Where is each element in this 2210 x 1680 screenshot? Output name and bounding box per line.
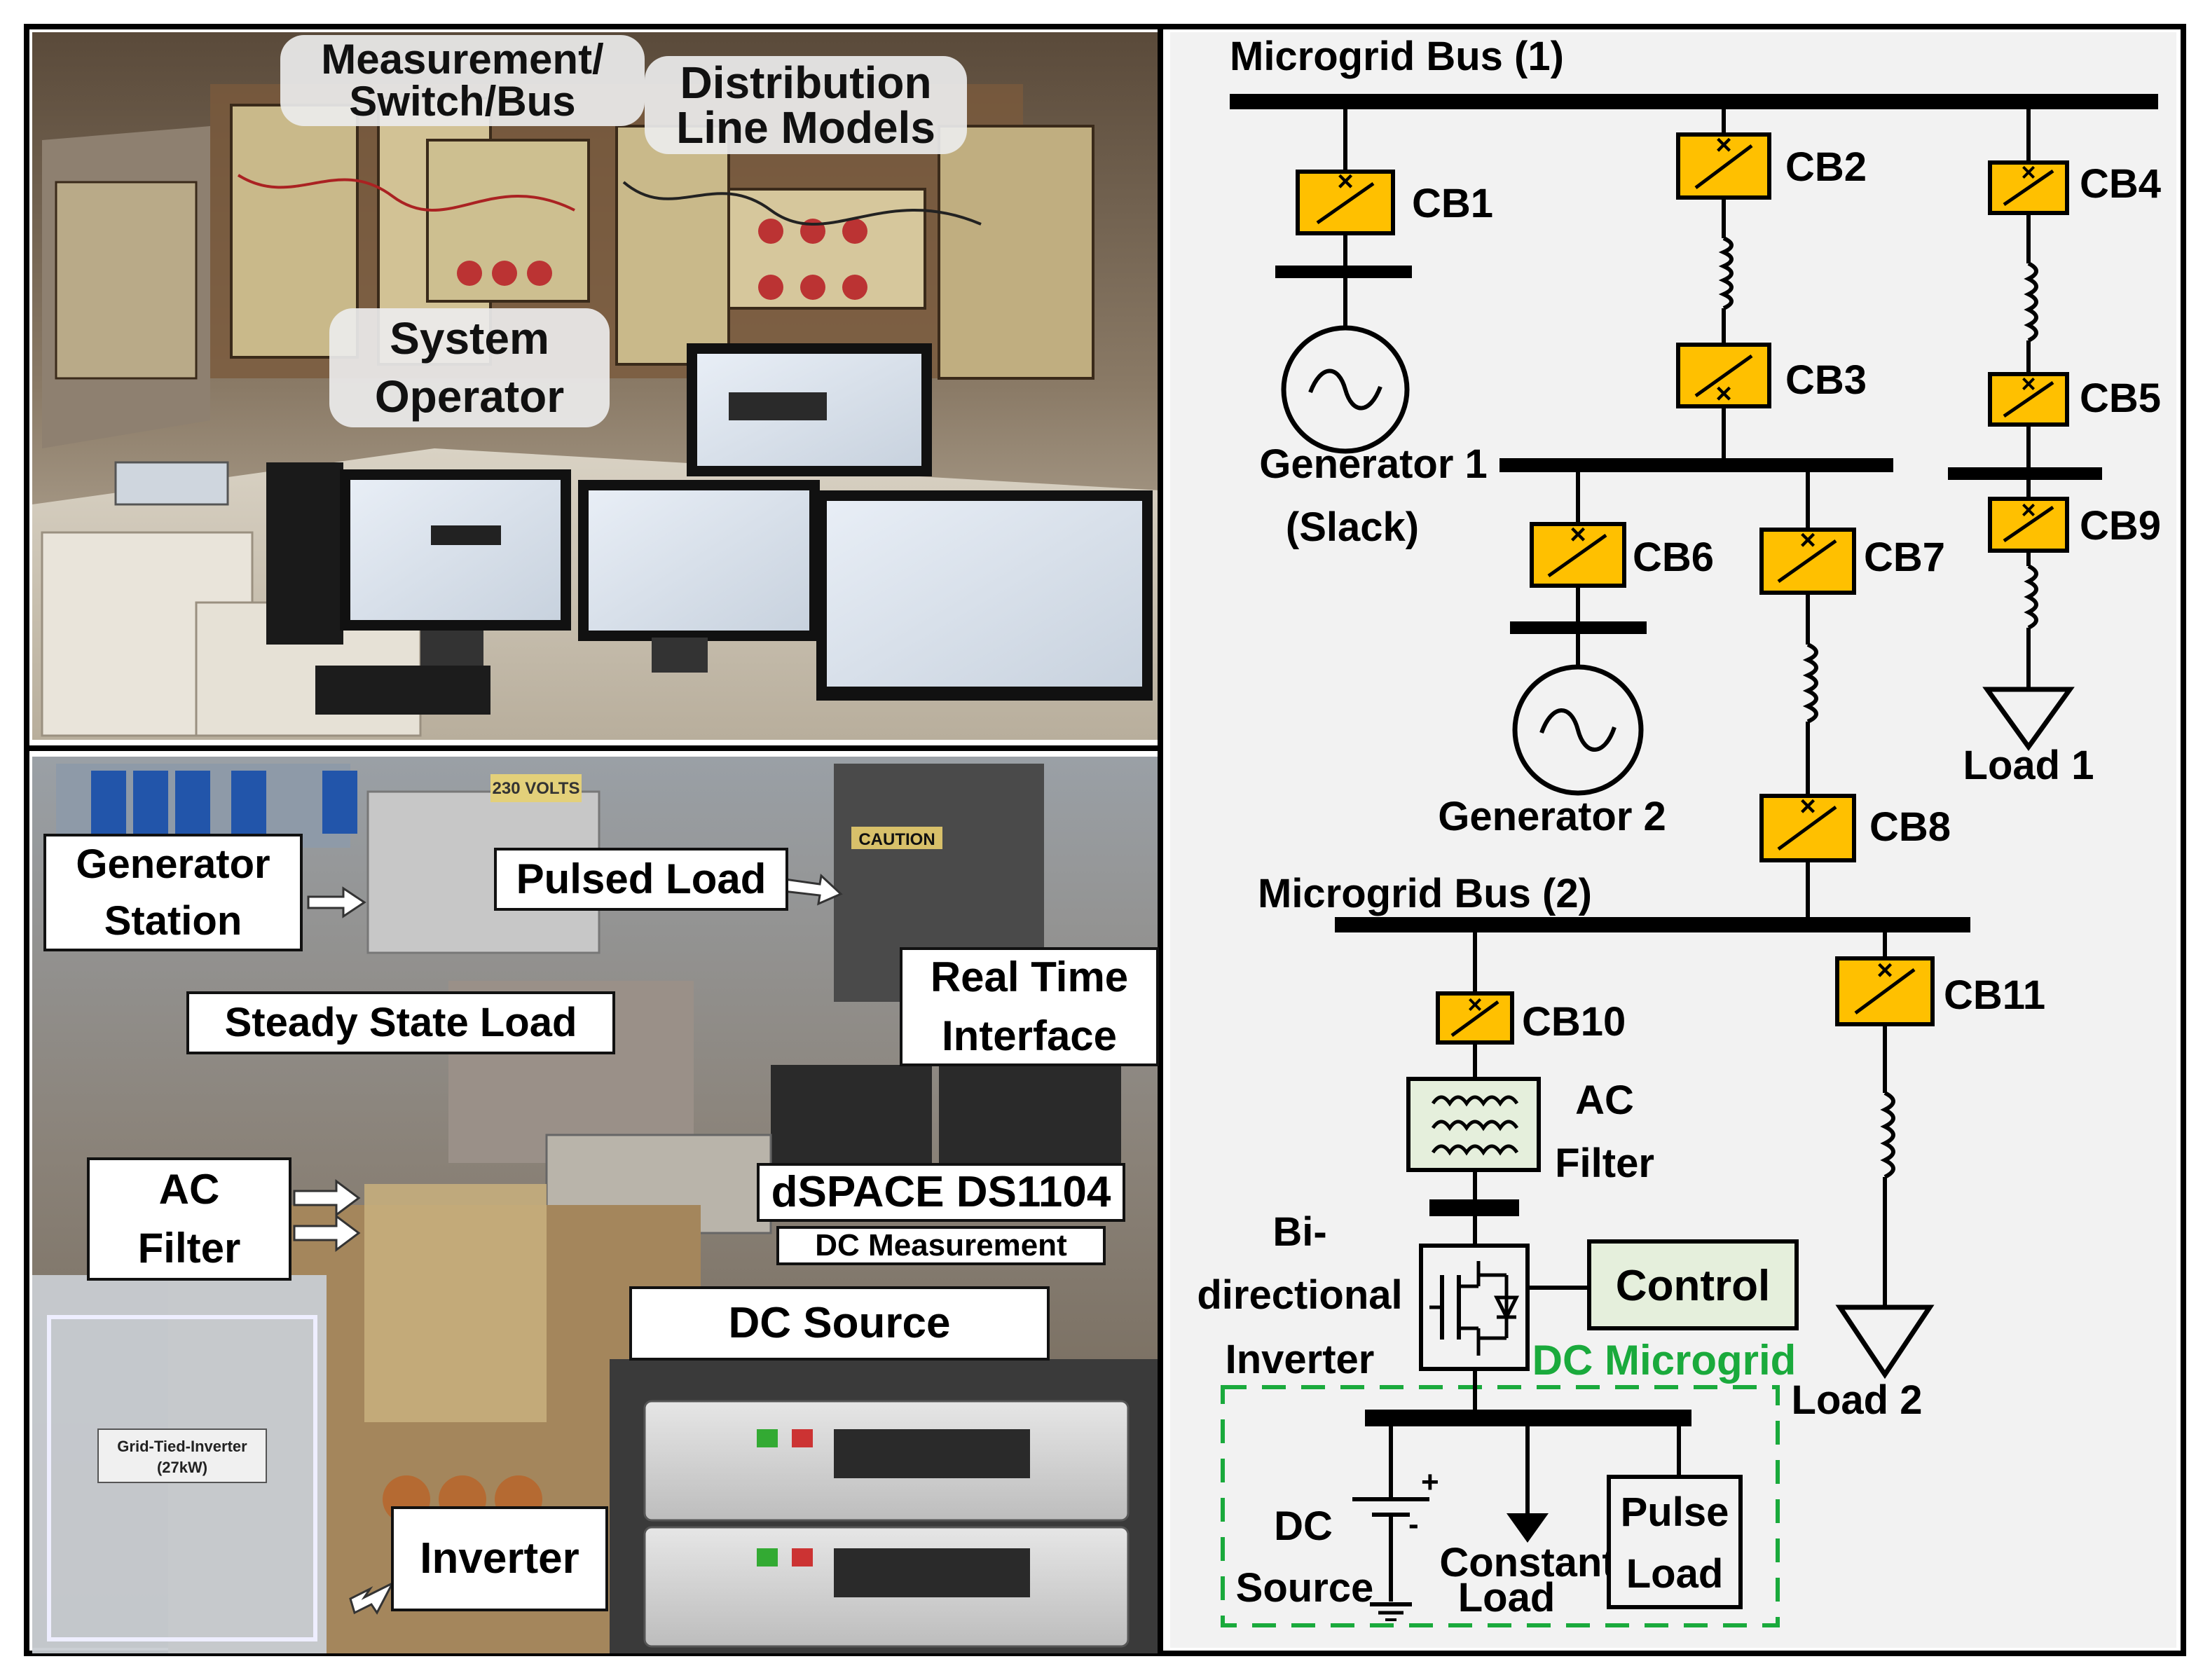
generator-station-callout: Generator Station	[43, 834, 303, 951]
measurement-callout: Measurement/ Switch/Bus	[280, 35, 645, 126]
ground-icon	[1370, 1602, 1412, 1621]
real-time-interface-callout: Real Time Interface	[900, 947, 1159, 1066]
line-impedance-b	[1718, 236, 1734, 310]
cb2-label: CB2	[1785, 144, 1867, 190]
dc-source-label-1: DC	[1274, 1503, 1333, 1549]
constant-load-label-1: Constant	[1439, 1540, 1615, 1585]
dspace-callout: dSPACE DS1104	[757, 1163, 1125, 1222]
svg-text:×: ×	[1337, 166, 1353, 197]
pulse-load-box	[1607, 1475, 1743, 1609]
dc-microgrid-boundary	[1221, 1385, 1780, 1627]
breaker-cb8: ×	[1759, 791, 1856, 862]
generator1-slack-label: (Slack)	[1286, 504, 1419, 550]
svg-text:×: ×	[1799, 525, 1816, 556]
cb10-label: CB10	[1522, 999, 1626, 1045]
control-label: Control	[1616, 1262, 1770, 1310]
line-impedance-e	[1880, 1091, 1895, 1179]
inverter-box-label-2: (27kW)	[157, 1459, 207, 1476]
battery-minus-label: -	[1408, 1507, 1419, 1541]
cb7-label: CB7	[1864, 535, 1945, 580]
single-line-diagram: Microgrid Bus (1) × CB1 Generator 1 (Sla…	[1170, 32, 2176, 1648]
breaker-cb6: ×	[1530, 519, 1626, 588]
steady-state-load-callout: Steady State Load	[186, 991, 615, 1054]
ac-filter-callout: AC Filter	[87, 1157, 291, 1281]
svg-text:×: ×	[1467, 990, 1482, 1019]
cb4-label: CB4	[2080, 161, 2161, 207]
breaker-cb7: ×	[1759, 525, 1856, 595]
constant-load-label-2: Load	[1458, 1575, 1556, 1620]
load1-label: Load 1	[1963, 743, 2094, 788]
generator2-label: Generator 2	[1438, 794, 1666, 839]
breaker-cb5: ×	[1988, 369, 2069, 427]
inverter-label-2: directional	[1197, 1272, 1402, 1318]
cb3-label: CB3	[1785, 357, 1867, 403]
svg-text:×: ×	[2021, 158, 2036, 186]
svg-text:×: ×	[1715, 378, 1731, 409]
cb8-label: CB8	[1869, 804, 1951, 850]
ac-filter-icon	[1406, 1077, 1541, 1172]
dc-source-callout: DC Source	[629, 1286, 1050, 1361]
generator1-icon	[1281, 325, 1410, 454]
line-impedance-d1	[2024, 261, 2038, 343]
dc-measurement-callout: DC Measurement	[776, 1226, 1106, 1265]
inverter-callout: Inverter	[391, 1506, 608, 1611]
bus2-label: Microgrid Bus (2)	[1258, 871, 1592, 916]
pulse-load-label-2: Load	[1626, 1551, 1724, 1597]
pulse-load-label-1: Pulse	[1621, 1489, 1729, 1535]
pulsed-load-callout: Pulsed Load	[494, 848, 788, 911]
dc-microgrid-label: DC Microgrid	[1532, 1337, 1797, 1384]
lab-photo	[32, 32, 1160, 740]
breaker-cb2: ×	[1676, 130, 1771, 200]
breaker-cb4: ×	[1988, 158, 2069, 215]
bus1-label: Microgrid Bus (1)	[1230, 34, 1564, 79]
breaker-cb9: ×	[1988, 495, 2069, 553]
load1-icon	[1982, 687, 2075, 751]
ac-filter-label-1: AC	[1575, 1077, 1634, 1123]
battery-plus-label: +	[1421, 1465, 1439, 1499]
svg-text:×: ×	[1799, 791, 1816, 822]
load2-icon	[1835, 1304, 1935, 1379]
cb9-label: CB9	[2080, 503, 2161, 549]
cb11-label: CB11	[1944, 972, 2045, 1018]
distribution-callout: Distribution Line Models	[645, 56, 967, 154]
cb6-label: CB6	[1633, 535, 1714, 580]
breaker-cb11: ×	[1835, 955, 1935, 1026]
ac-filter-label-2: Filter	[1555, 1141, 1654, 1186]
volts-sign-text: 230 VOLTS	[493, 779, 580, 798]
svg-text:×: ×	[1715, 130, 1731, 160]
breaker-cb3: ×	[1676, 343, 1771, 409]
line-impedance-c	[1802, 642, 1818, 724]
line-impedance-d2	[2024, 564, 2038, 630]
operator-callout: System Operator	[329, 308, 610, 427]
svg-text:×: ×	[2021, 369, 2036, 398]
load2-label: Load 2	[1792, 1377, 1923, 1423]
breaker-cb10: ×	[1436, 990, 1514, 1045]
inverter-box-label-1: Grid-Tied-Inverter	[117, 1438, 247, 1455]
cb1-label: CB1	[1412, 181, 1493, 226]
breaker-cb1: ×	[1296, 166, 1395, 235]
callout-arrows	[293, 874, 843, 1615]
svg-text:×: ×	[1876, 955, 1893, 986]
constant-load-arrow-icon	[1506, 1513, 1549, 1543]
svg-text:×: ×	[2021, 495, 2036, 524]
caution-sign-text: CAUTION	[858, 830, 935, 849]
cb5-label: CB5	[2080, 376, 2161, 421]
generator1-label: Generator 1	[1259, 441, 1488, 487]
control-block	[1587, 1239, 1799, 1330]
inverter-label-3: Inverter	[1226, 1337, 1375, 1382]
svg-text:×: ×	[1570, 519, 1586, 550]
inverter-icon	[1419, 1244, 1530, 1371]
generator2-icon	[1512, 664, 1644, 796]
inverter-label-1: Bi-	[1272, 1209, 1326, 1255]
dc-source-label-2: Source	[1236, 1565, 1374, 1611]
